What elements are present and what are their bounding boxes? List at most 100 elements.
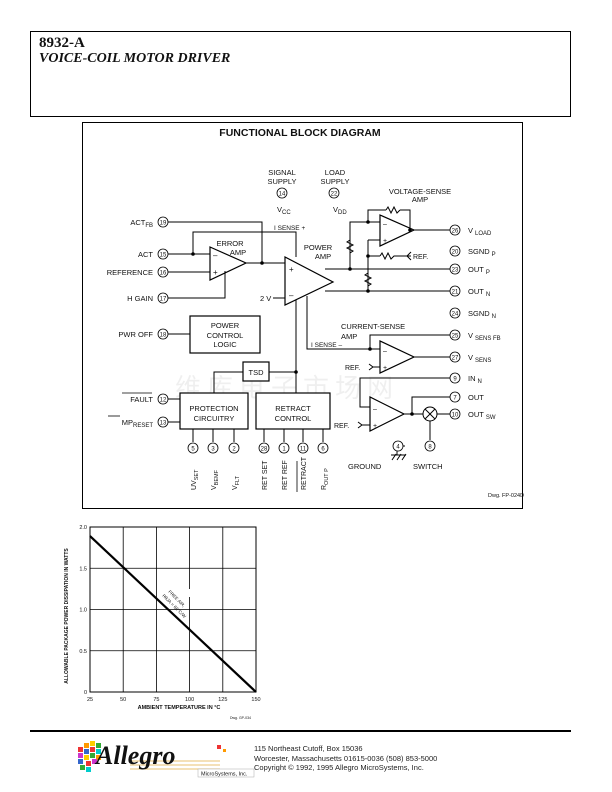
chart-grid xyxy=(89,526,257,693)
pin-label-7: OUT xyxy=(468,393,484,402)
pin-5: 5 xyxy=(191,447,195,453)
chart-y-tick: 0 xyxy=(84,690,87,696)
chart-drawing-number: Dwg. GP-034 xyxy=(230,716,251,720)
pin-label-12: FAULT xyxy=(130,395,153,404)
pin-3-circle xyxy=(207,442,219,454)
retract-label1: RETRACT xyxy=(275,404,311,413)
retract-control-box xyxy=(255,392,331,430)
vcc-label: VCC xyxy=(277,205,291,216)
chart-x-tick: 150 xyxy=(251,697,260,703)
chart-x-tick: 50 xyxy=(120,697,126,703)
ref-label-cs: REF. xyxy=(345,365,360,372)
pin-14-circle xyxy=(276,187,288,199)
pin-26-circle xyxy=(449,224,461,236)
isense-plus-label: I SENSE + xyxy=(274,225,305,232)
pin-6-circle xyxy=(317,442,329,454)
pin-label-17: H GAIN xyxy=(127,294,153,303)
power-control-label2: CONTROL xyxy=(207,331,244,340)
pin-17: 17 xyxy=(160,297,167,303)
annotation-mask xyxy=(188,589,202,597)
pin-28-circle xyxy=(258,442,270,454)
retract-label2: CONTROL xyxy=(275,414,312,423)
voltage-sense-label2: AMP xyxy=(412,195,428,204)
part-title: VOICE-COIL MOTOR DRIVER xyxy=(39,51,231,66)
wires xyxy=(168,209,450,461)
pin-21-circle xyxy=(449,285,461,297)
power-amp-label1: POWER xyxy=(304,243,333,252)
pin-13-circle xyxy=(157,416,169,428)
pin-17-circle xyxy=(157,292,169,304)
power-amp-label2: AMP xyxy=(315,252,331,261)
pin-22-circle xyxy=(328,187,340,199)
pin-23: 23 xyxy=(452,268,459,274)
pin-11-circle xyxy=(297,442,309,454)
logo-mosaic-icon xyxy=(78,741,101,772)
logo-subtext: MicroSystems, Inc. xyxy=(201,772,248,778)
pin-19-circle xyxy=(157,216,169,228)
power-control-label3: LOGIC xyxy=(213,340,237,349)
pin-5-circle xyxy=(187,442,199,454)
supply-signal-label2: SUPPLY xyxy=(267,177,296,186)
pin-12-circle xyxy=(157,393,169,405)
pin-label-19: ACTFB xyxy=(130,218,153,229)
error-amp-minus: – xyxy=(213,251,218,260)
out-amp-minus: – xyxy=(373,406,377,413)
pin-13: 13 xyxy=(160,421,167,427)
block-diagram: FUNCTIONAL BLOCK DIAGRAM SIGNAL SUPPLY 1… xyxy=(107,127,524,499)
pin-9: 9 xyxy=(453,377,457,383)
power-control-label1: POWER xyxy=(211,321,240,330)
supply-signal-label1: SIGNAL xyxy=(268,168,296,177)
pin-28: 28 xyxy=(261,447,268,453)
two-v-label: 2 V xyxy=(260,294,271,303)
pin-25: 25 xyxy=(452,334,459,340)
resistors xyxy=(345,205,412,429)
pin-label-28: RET SET xyxy=(262,460,269,490)
logo-text: Allegro xyxy=(94,741,175,770)
out-amp-plus: + xyxy=(373,423,377,430)
diagram-title: FUNCTIONAL BLOCK DIAGRAM xyxy=(219,127,381,139)
chart-xlabel: AMBIENT TEMPERATURE IN °C xyxy=(138,705,221,711)
power-amp-symbol xyxy=(284,256,335,306)
pin-6: 6 xyxy=(321,447,325,453)
tsd-label: TSD xyxy=(249,368,265,377)
pin-label-18: PWR OFF xyxy=(118,330,153,339)
pin-1-circle xyxy=(278,442,290,454)
ref-label-vs: REF. xyxy=(413,254,428,261)
chart-x-tick: 125 xyxy=(218,697,227,703)
pin-label-2: VFLT xyxy=(232,475,241,490)
pin-27: 27 xyxy=(452,356,459,362)
part-number: 8932-A xyxy=(39,35,85,51)
supply-load-label1: LOAD xyxy=(325,168,346,177)
pin-21: 21 xyxy=(452,290,459,296)
pin-9-circle xyxy=(449,372,461,384)
pin-24-circle xyxy=(449,307,461,319)
pin-12: 12 xyxy=(160,398,167,404)
header-box: 8932-A VOICE-COIL MOTOR DRIVER xyxy=(30,31,571,117)
chart-y-tick: 1.5 xyxy=(79,566,87,572)
block-diagram-frame xyxy=(82,122,523,509)
error-amp-symbol xyxy=(209,246,248,281)
pin-8: 8 xyxy=(428,445,432,451)
pin-label-11: RETRACT xyxy=(301,456,308,490)
error-amp-label2: AMP xyxy=(230,248,246,257)
pin-8-circle xyxy=(424,440,436,452)
pin-26: 26 xyxy=(452,229,459,235)
pin-label-1: RET REF xyxy=(282,460,289,490)
pin-19: 19 xyxy=(160,221,167,227)
pin-18: 18 xyxy=(160,333,167,339)
voltage-sense-label1: VOLTAGE-SENSE xyxy=(389,187,451,196)
footer-rule xyxy=(30,730,571,732)
pin-24: 24 xyxy=(452,312,459,318)
company-address: 115 Northeast Cutoff, Box 15036 Worceste… xyxy=(254,744,437,773)
allegro-logo: Allegro MicroSystems, Inc. xyxy=(78,741,255,778)
